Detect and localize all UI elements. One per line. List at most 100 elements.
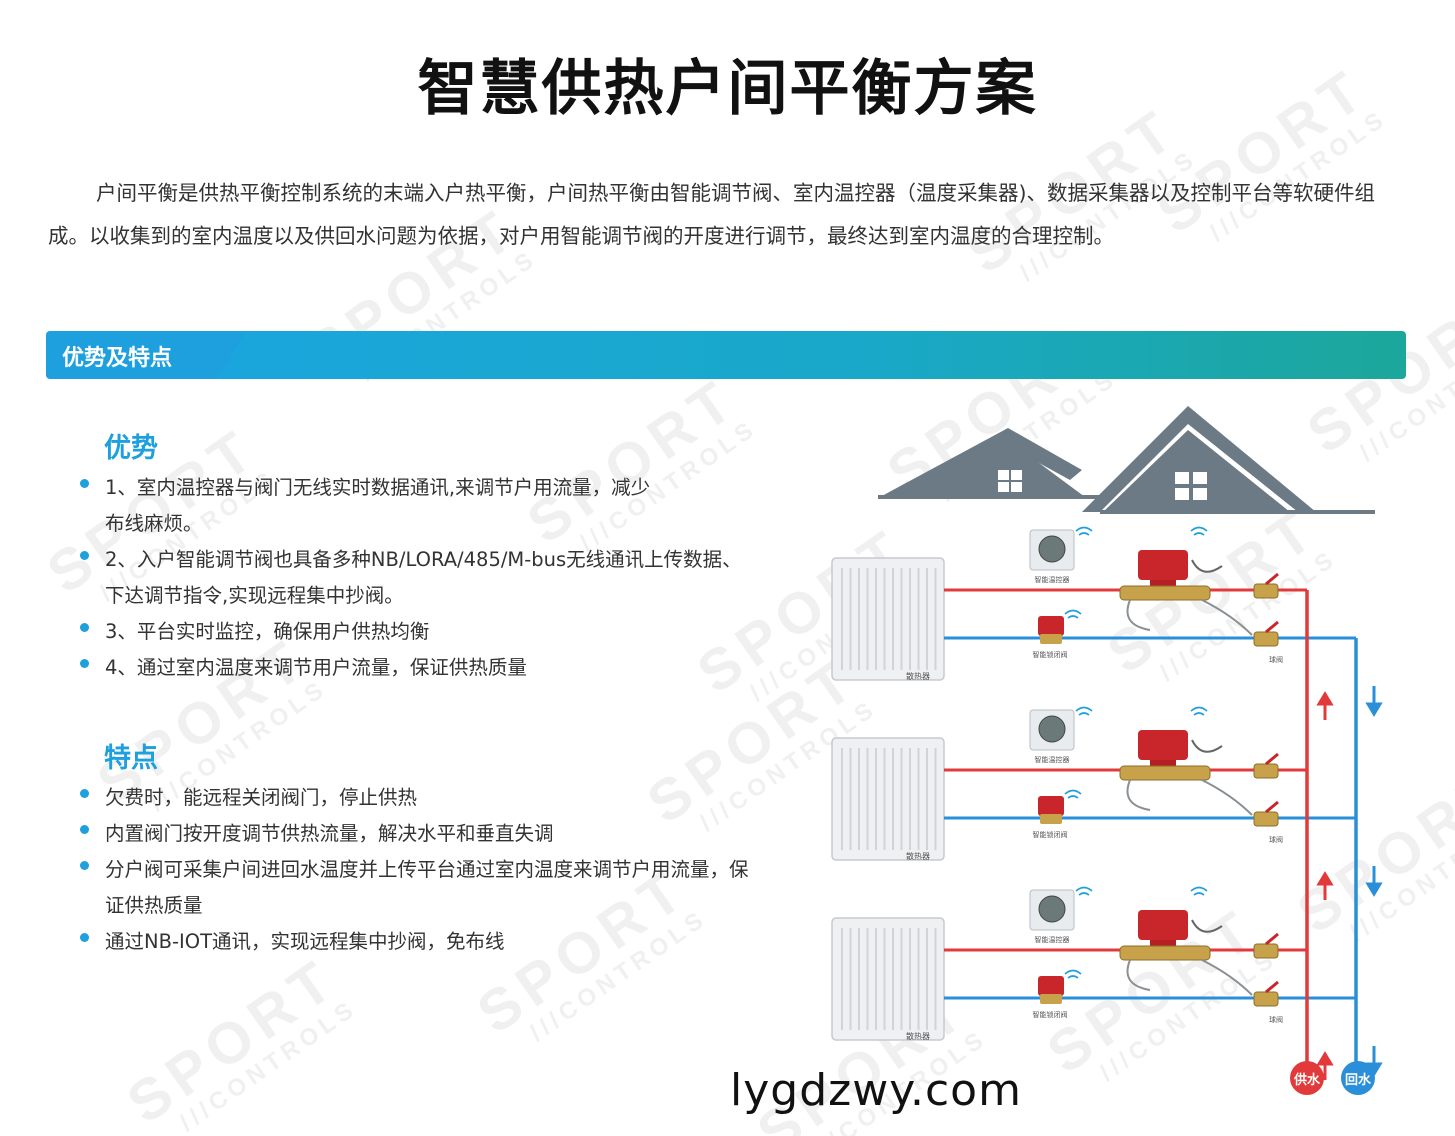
ball-valve-supply: [1253, 583, 1279, 599]
return-badge: [1341, 1061, 1375, 1095]
thermostat-label: 智能温控器: [1035, 575, 1070, 584]
radiator-label: 散热器: [906, 671, 930, 681]
bullet-icon: [80, 623, 89, 632]
ball-valve-return: [1253, 631, 1279, 647]
onoff-valve-icon: [1038, 976, 1064, 996]
banner-tag: 优势及特点: [46, 331, 246, 379]
onoff-valve-body: [1040, 634, 1062, 644]
watermark: SPORT///CONTROLS: [115, 945, 363, 1136]
ball-valve-return: [1253, 811, 1279, 827]
wifi-icon: [1190, 886, 1208, 896]
ball-valve-label: 球阀: [1269, 835, 1283, 844]
sensor-cable: [1191, 739, 1223, 753]
house-icon-small: [880, 428, 1085, 497]
advantages-heading: 优势: [104, 433, 158, 464]
onoff-valve-label: 智能锁闭阀: [1033, 830, 1068, 839]
ball-valve-handle: [1265, 932, 1279, 946]
onoff-valve-label: 智能锁闭阀: [1033, 650, 1068, 659]
advantages-list: 1、室内温控器与阀门无线实时数据通讯,来调节户用流量，减少布线麻烦。 2、入户智…: [78, 470, 768, 686]
list-item: 1、室内温控器与阀门无线实时数据通讯,来调节户用流量，减少布线麻烦。: [78, 470, 768, 542]
wifi-icon: [1064, 789, 1082, 799]
wifi-icon: [1075, 706, 1093, 716]
up-arrow-icon: [1316, 1051, 1334, 1080]
list-item-text: 4、通过室内温度来调节用户流量，保证供热质量: [105, 656, 527, 679]
smart-valve-body: [1119, 585, 1211, 601]
banner-bar: [218, 331, 1406, 379]
wifi-icon: [1075, 526, 1093, 536]
list-item: 2、入户智能调节阀也具备多种NB/LORA/485/M-bus无线通讯上传数据、…: [78, 542, 768, 614]
house-icon-large: [1082, 406, 1316, 512]
ball-valve-supply: [1253, 763, 1279, 779]
ball-valve-label: 球阀: [1269, 655, 1283, 664]
ball-valve-handle: [1265, 620, 1279, 634]
list-item: 内置阀门按开度调节供热流量，解决水平和垂直失调: [78, 816, 768, 852]
wifi-icon: [1190, 706, 1208, 716]
thermostat-label: 智能温控器: [1035, 755, 1070, 764]
onoff-valve-body: [1040, 994, 1062, 1004]
ball-valve-handle: [1265, 800, 1279, 814]
ball-valve-label: 球阀: [1269, 1015, 1283, 1024]
list-item-text: 内置阀门按开度调节供热流量，解决水平和垂直失调: [105, 822, 554, 845]
onoff-valve-icon: [1038, 616, 1064, 636]
sensor-cable: [1126, 959, 1253, 996]
section-banner: 优势及特点: [46, 331, 1406, 379]
heating-system-diagram: 散热器智能温控器球阀智能锁闭阀散热器智能温控器球阀智能锁闭阀散热器智能温控器球阀…: [831, 406, 1383, 1095]
bullet-icon: [80, 933, 89, 942]
list-item: 4、通过室内温度来调节用户流量，保证供热质量: [78, 650, 768, 686]
list-item-text: 2、入户智能调节阀也具备多种NB/LORA/485/M-bus无线通讯上传数据、…: [105, 548, 742, 607]
smart-valve-actuator: [1138, 730, 1188, 760]
smart-valve-neck: [1150, 760, 1176, 770]
bullet-icon: [80, 825, 89, 834]
intro-paragraph: 户间平衡是供热平衡控制系统的末端入户热平衡，户间热平衡由智能调节阀、室内温控器（…: [48, 181, 1375, 248]
smart-valve-body: [1119, 765, 1211, 781]
list-item-text: 分户阀可采集户间进回水温度并上传平台通过室内温度来调节户用流量，保证供热质量: [105, 858, 749, 917]
list-item-text: 欠费时，能远程关闭阀门，停止供热: [105, 786, 418, 809]
down-arrow-icon: [1365, 686, 1383, 717]
smart-valve-body: [1119, 945, 1211, 961]
site-url: lygdzwy.com: [730, 1065, 1022, 1116]
list-item: 通过NB-IOT通讯，实现远程集中抄阀，免布线: [78, 924, 768, 960]
smart-valve-actuator: [1138, 550, 1188, 580]
up-arrow-icon: [1316, 691, 1334, 720]
onoff-valve-body: [1040, 814, 1062, 824]
down-arrow-icon: [1365, 866, 1383, 897]
wifi-icon: [1064, 969, 1082, 979]
page-title: 智慧供热户间平衡方案: [417, 54, 1038, 124]
supply-label: 供水: [1293, 1072, 1321, 1088]
list-item: 欠费时，能远程关闭阀门，停止供热: [78, 780, 768, 816]
list-item: 3、平台实时监控，确保用户供热均衡: [78, 614, 768, 650]
onoff-valve-icon: [1038, 796, 1064, 816]
ball-valve-supply: [1253, 943, 1279, 959]
thermostat-dial: [1038, 535, 1066, 563]
bullet-icon: [80, 479, 89, 488]
ball-valve-handle: [1265, 572, 1279, 586]
list-item-text: 3、平台实时监控，确保用户供热均衡: [105, 620, 430, 643]
features-heading: 特点: [104, 743, 158, 774]
ball-valve-return: [1253, 991, 1279, 1007]
list-item: 分户阀可采集户间进回水温度并上传平台通过室内温度来调节户用流量，保证供热质量: [78, 852, 768, 924]
banner-label: 优势及特点: [62, 346, 173, 371]
sensor-cable: [1191, 919, 1223, 933]
ball-valve-handle: [1265, 980, 1279, 994]
radiator-label: 散热器: [906, 851, 930, 861]
return-label: 回水: [1345, 1072, 1372, 1088]
bullet-icon: [80, 861, 89, 870]
bullet-icon: [80, 789, 89, 798]
wifi-icon: [1190, 526, 1208, 536]
thermostat-dial: [1038, 895, 1066, 923]
radiator-label: 散热器: [906, 1031, 930, 1041]
sensor-cable: [1126, 779, 1253, 816]
thermostat-label: 智能温控器: [1035, 935, 1070, 944]
bullet-icon: [80, 551, 89, 560]
supply-badge: [1290, 1061, 1324, 1095]
smart-valve-neck: [1150, 940, 1176, 950]
features-list: 欠费时，能远程关闭阀门，停止供热 内置阀门按开度调节供热流量，解决水平和垂直失调…: [78, 780, 768, 960]
sensor-cable: [1126, 599, 1253, 636]
sensor-cable: [1191, 559, 1223, 573]
smart-valve-actuator: [1138, 910, 1188, 940]
wifi-icon: [1075, 886, 1093, 896]
onoff-valve-label: 智能锁闭阀: [1033, 1010, 1068, 1019]
